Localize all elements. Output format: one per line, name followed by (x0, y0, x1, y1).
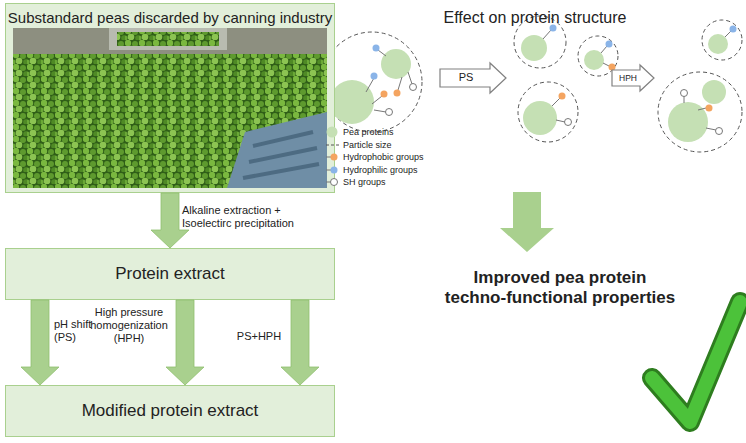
box-label: Protein extract (115, 264, 225, 284)
process-box: Modified protein extract (5, 385, 335, 437)
legend-label: Pea proteins (343, 127, 394, 137)
legend-swatch (331, 179, 338, 186)
legend-swatch (326, 144, 339, 145)
group-stick (543, 30, 551, 39)
hydrophobic-group (394, 90, 401, 97)
crate-slit (249, 148, 317, 162)
sh-group (410, 84, 417, 91)
legend-label: Hydrophilic groups (343, 165, 418, 175)
sh-group (716, 128, 723, 135)
pea-pile (13, 28, 327, 188)
hydrophobic-group (559, 93, 566, 100)
hydrophilic-group (550, 25, 557, 32)
arrow-label: HPH (608, 73, 648, 83)
group-stick (552, 98, 560, 106)
conveyor-tray (109, 28, 227, 50)
edge-label: pH shift (PS) (54, 318, 106, 344)
legend-row: Hydrophobic groups (324, 151, 424, 164)
group-stick (698, 108, 706, 110)
sh-group (386, 109, 393, 116)
hydrophilic-group (371, 73, 378, 80)
particle-outline (518, 82, 578, 142)
legend-label: Hydrophobic groups (343, 152, 424, 162)
edge-label: Alkaline extraction + Isoelectirc precip… (182, 204, 310, 230)
edge-label: High pressure homogenization (HPH) (86, 306, 172, 346)
legend: Pea proteinsParticle sizeHydrophobic gro… (324, 126, 424, 189)
pea-protein (330, 80, 374, 124)
particle-outline (702, 20, 742, 60)
legend-swatch (331, 154, 338, 161)
section-heading: Effect on protein structure (420, 8, 650, 27)
process-arrow (612, 65, 654, 91)
hydrophilic-group (606, 41, 613, 48)
pea-protein (702, 80, 726, 104)
pea-spill (117, 32, 219, 46)
process-box: Protein extract (5, 248, 335, 300)
peas-photo (13, 28, 327, 188)
group-stick (556, 120, 565, 122)
pea-protein (523, 101, 557, 135)
particle-outline (514, 16, 566, 68)
box-label: Modified protein extract (82, 401, 259, 421)
box-label: Substandard peas discarded by canning in… (8, 9, 332, 26)
pea-protein (668, 102, 708, 142)
particle-outline (658, 72, 742, 152)
legend-label: Particle size (343, 140, 392, 150)
particle-outline (322, 32, 422, 132)
group-stick (706, 128, 716, 130)
crate-slit (253, 132, 313, 146)
group-stick (603, 63, 609, 66)
group-stick (372, 96, 382, 104)
arrow-label: PS (446, 71, 486, 84)
flow-arrow (166, 300, 204, 385)
group-stick (408, 72, 412, 84)
group-stick (378, 50, 386, 56)
flow-arrow (151, 193, 189, 248)
legend-stick (326, 182, 331, 183)
group-stick (374, 110, 386, 112)
edge-label: PS+HPH (228, 330, 290, 343)
hydrophilic-group (730, 26, 737, 33)
pea-protein (381, 49, 411, 79)
legend-row: Hydrophilic groups (324, 164, 424, 177)
sh-group (681, 90, 688, 97)
legend-stick (326, 157, 331, 158)
result-text: Improved pea protein techno-functional p… (442, 268, 678, 309)
machinery (13, 28, 327, 54)
hydrophilic-group (373, 45, 380, 52)
hydrophobic-group (706, 105, 713, 112)
group-stick (398, 77, 402, 90)
result-arrow (500, 192, 554, 252)
group-stick (684, 96, 685, 103)
group-stick (601, 46, 607, 53)
legend-swatch (331, 166, 338, 173)
group-stick (366, 78, 374, 92)
legend-row: Particle size (324, 139, 424, 152)
flow-arrow (281, 300, 319, 385)
check-mark (652, 302, 740, 422)
legend-row: Pea proteins (324, 126, 424, 139)
sh-group (565, 119, 572, 126)
legend-row: SH groups (324, 176, 424, 189)
hydrophobic-group (381, 91, 388, 98)
legend-stick (326, 169, 331, 170)
group-stick (725, 31, 731, 37)
flow-arrow (21, 300, 59, 385)
legend-swatch (327, 127, 338, 138)
check-mark-outline (652, 302, 740, 422)
crate-slit (243, 164, 319, 178)
legend-label: SH groups (343, 177, 386, 187)
process-arrow (440, 63, 506, 93)
crate (227, 112, 327, 188)
